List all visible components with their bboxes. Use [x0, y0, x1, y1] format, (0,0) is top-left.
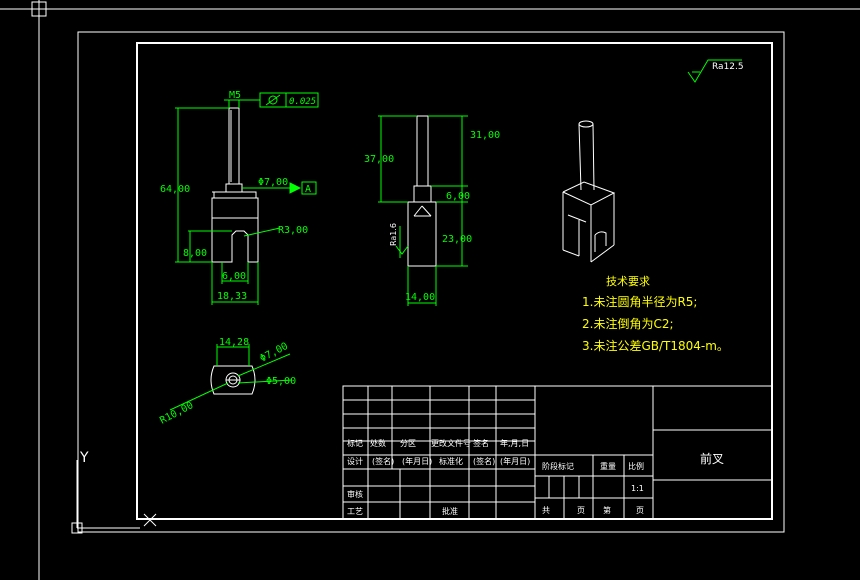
- note-1: 1.未注圆角半径为R5;: [582, 294, 697, 309]
- bore-radius: R3,00: [278, 225, 308, 236]
- title-block-text: 标记 处数 分区 更改文件号 签名 年,月,日 设计 (签名) (年月日) 标准…: [347, 438, 724, 516]
- tb-header-mark: 标记: [347, 438, 363, 448]
- sheet-outer-border: [77, 31, 785, 533]
- tb-standard: 标准化: [439, 456, 463, 466]
- tb-number: 第: [603, 505, 611, 515]
- tb-header-date: 年,月,日: [500, 438, 529, 448]
- side-view-geometry: [407, 115, 437, 267]
- title-block: [342, 385, 773, 520]
- isometric-view: [562, 120, 616, 263]
- tb-stage: 阶段标记: [542, 461, 574, 471]
- surface-roughness-symbol: [687, 59, 742, 83]
- side-view: 31,00 37,00 6,00 23,00 14,00 Ra1.6: [364, 115, 500, 306]
- front-view: M5 0.025 A Φ7,00 64,00 R3,00 8,00 6,00 1…: [160, 90, 319, 305]
- tb-standard-sign: (签名): [473, 456, 495, 466]
- front-view-geometry: [211, 107, 259, 263]
- neck-height: 6,00: [446, 191, 470, 202]
- tb-review: 审核: [347, 489, 363, 499]
- bottom-inner-diameter: Φ5,00: [266, 376, 296, 387]
- note-3: 3.未注公差GB/T1804-m。: [582, 338, 729, 353]
- datum-label: A: [305, 184, 311, 195]
- notes-heading: 技术要求: [606, 275, 650, 288]
- tb-header-docno: 更改文件号: [431, 438, 471, 448]
- body-height: 23,00: [442, 234, 472, 245]
- tb-header-sign: 签名: [473, 438, 489, 448]
- thread-label: M5: [229, 90, 241, 101]
- upper-length: 37,00: [364, 154, 394, 165]
- note-2: 2.未注倒角为C2;: [582, 316, 674, 331]
- bottom-view: 14,28 Φ7,00 Φ5,00 R10,00: [158, 337, 296, 427]
- front-diameter: Φ7,00: [258, 177, 288, 188]
- base-width: 18,33: [217, 291, 247, 302]
- tb-design: 设计: [347, 456, 363, 466]
- roughness-value: Ra12.5: [712, 62, 744, 72]
- pin-length: 31,00: [470, 130, 500, 141]
- pick-box[interactable]: [31, 1, 47, 17]
- tb-scale-value: 1:1: [631, 484, 644, 493]
- tb-process: 工艺: [347, 507, 363, 516]
- bottom-view-dimensions: [169, 344, 293, 411]
- body-width: 14,00: [405, 292, 435, 303]
- bottom-view-geometry: [210, 365, 256, 395]
- slot-height: 8,00: [183, 248, 207, 259]
- front-view-dimensions: [175, 92, 319, 305]
- front-length-total: 64,00: [160, 184, 190, 195]
- tb-scale: 比例: [628, 461, 644, 471]
- tb-design-sign: (签名): [372, 456, 394, 466]
- side-roughness: Ra1.6: [389, 223, 398, 246]
- tb-standard-date: (年月日): [500, 456, 530, 466]
- ucs-icon: [71, 460, 157, 534]
- ucs-y-label: Y: [79, 450, 89, 466]
- tb-approve: 批准: [442, 506, 458, 516]
- technical-notes: 技术要求 1.未注圆角半径为R5; 2.未注倒角为C2; 3.未注公差GB/T1…: [582, 275, 729, 353]
- tb-weight: 重量: [600, 461, 616, 471]
- tb-header-count: 处数: [370, 438, 386, 448]
- slot-width: 6,00: [222, 271, 246, 282]
- bottom-radius: R10,00: [158, 400, 195, 427]
- bottom-width: 14,28: [219, 337, 249, 348]
- tb-sheets-2: 页: [636, 506, 644, 515]
- tb-design-date: (年月日): [402, 456, 432, 466]
- tb-sheets: 页: [577, 506, 585, 515]
- side-view-dimensions: [378, 115, 468, 306]
- tb-total: 共: [542, 506, 550, 515]
- tb-header-zone: 分区: [400, 439, 416, 448]
- tolerance-value: 0.025: [289, 97, 316, 107]
- part-name: 前叉: [700, 451, 724, 466]
